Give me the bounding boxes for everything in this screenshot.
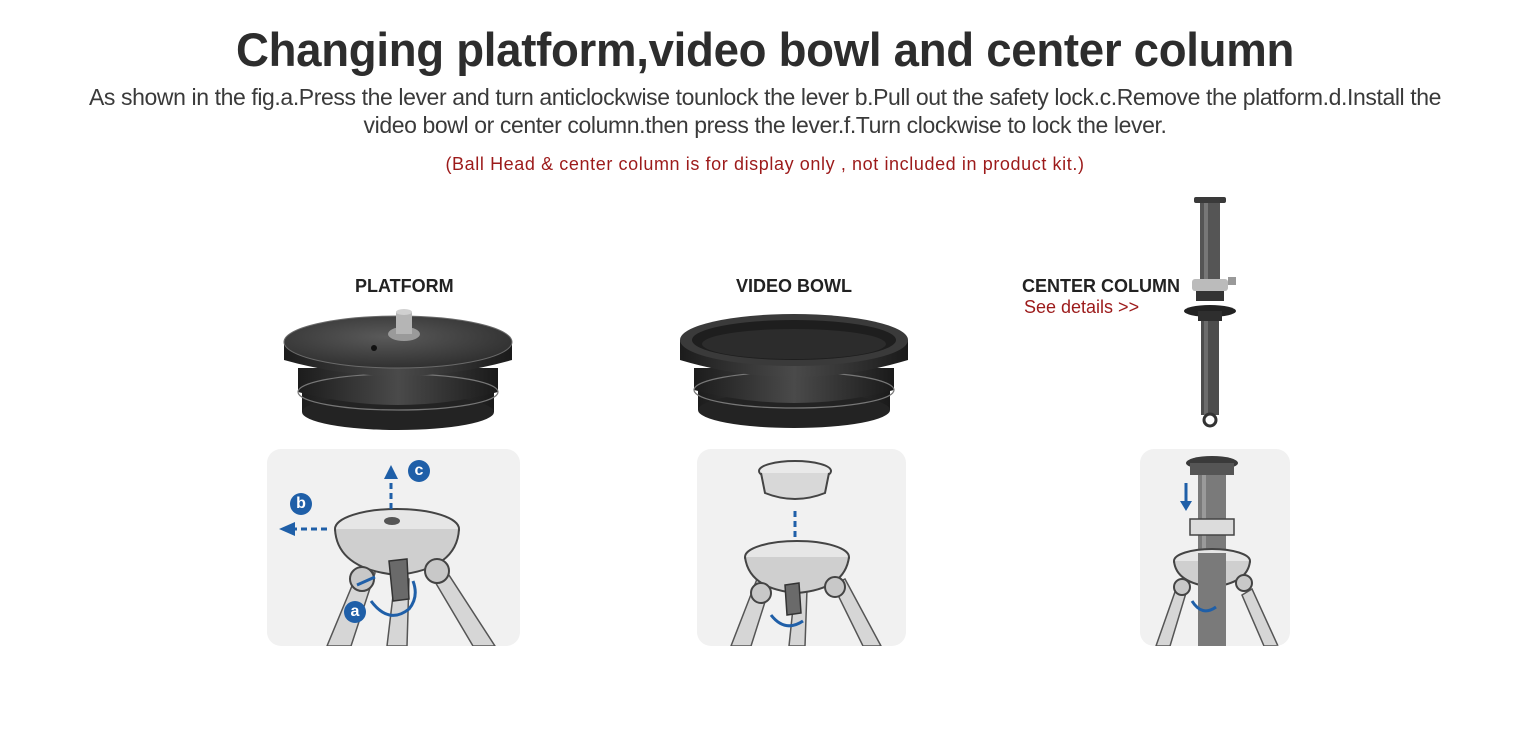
step-panel-video-bowl: [697, 449, 906, 646]
video-bowl-image: [680, 314, 908, 428]
step-b-badge: b: [290, 493, 312, 515]
display-only-note: (Ball Head & center column is for displa…: [445, 154, 1085, 174]
tripod-platform-diagram: [279, 465, 496, 646]
step-a-badge: a: [344, 601, 366, 623]
platform-label: PLATFORM: [355, 276, 454, 296]
step-c-badge: c: [408, 460, 430, 482]
instructions-text: As shown in the fig.a.Press the lever an…: [88, 84, 1442, 138]
step-c-label: c: [414, 462, 424, 479]
tripod-center-column-diagram: [1155, 456, 1279, 646]
page-title: Changing platform,video bowl and center …: [235, 23, 1295, 76]
video-bowl-label: VIDEO BOWL: [736, 276, 852, 296]
tripod-video-bowl-diagram: [730, 460, 882, 646]
step-a-label: a: [350, 603, 360, 620]
step-panel-center-column: [1140, 449, 1290, 646]
center-column-image: [1184, 197, 1236, 428]
center-column-label: CENTER COLUMN: [1022, 276, 1180, 296]
step-panel-platform: a b c: [267, 449, 520, 646]
see-details-link[interactable]: See details >>: [1024, 297, 1140, 317]
platform-image: [283, 309, 513, 430]
step-b-label: b: [296, 495, 306, 512]
